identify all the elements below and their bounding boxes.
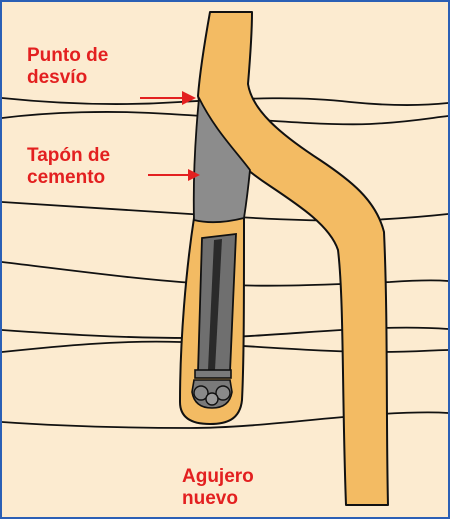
- drill-bit-icon: [191, 379, 233, 409]
- kickoff-point-label-line1: Punto de: [27, 45, 109, 66]
- kickoff-arrow-icon: [182, 91, 196, 105]
- annotation-arrows: [140, 91, 200, 181]
- cement-plug: [192, 97, 251, 224]
- kickoff-point-label: Punto de desvío: [27, 45, 108, 89]
- formation-boundary-line: [1, 340, 449, 353]
- drill-string: [191, 232, 237, 409]
- drill-pipe-highlight: [208, 239, 222, 370]
- formation-boundary-line: [1, 261, 449, 287]
- new-hole-label-line1: Agujero: [182, 466, 254, 487]
- formation-boundary-line: [1, 201, 449, 222]
- formation-boundary-line: [1, 411, 449, 429]
- new-hole-label-line2: nuevo: [182, 488, 238, 509]
- cement-plug-label: Tapón de cemento: [27, 145, 110, 189]
- cement-plug-label-line1: Tapón de: [27, 145, 111, 166]
- new-hole-label: Agujero nuevo: [182, 466, 254, 510]
- drill-collar: [194, 369, 232, 379]
- formation-boundary-line: [1, 326, 449, 339]
- kickoff-point-label-line2: desvío: [27, 67, 88, 88]
- plug-arrow-icon: [188, 169, 200, 181]
- cement-plug-label-line2: cemento: [27, 167, 106, 188]
